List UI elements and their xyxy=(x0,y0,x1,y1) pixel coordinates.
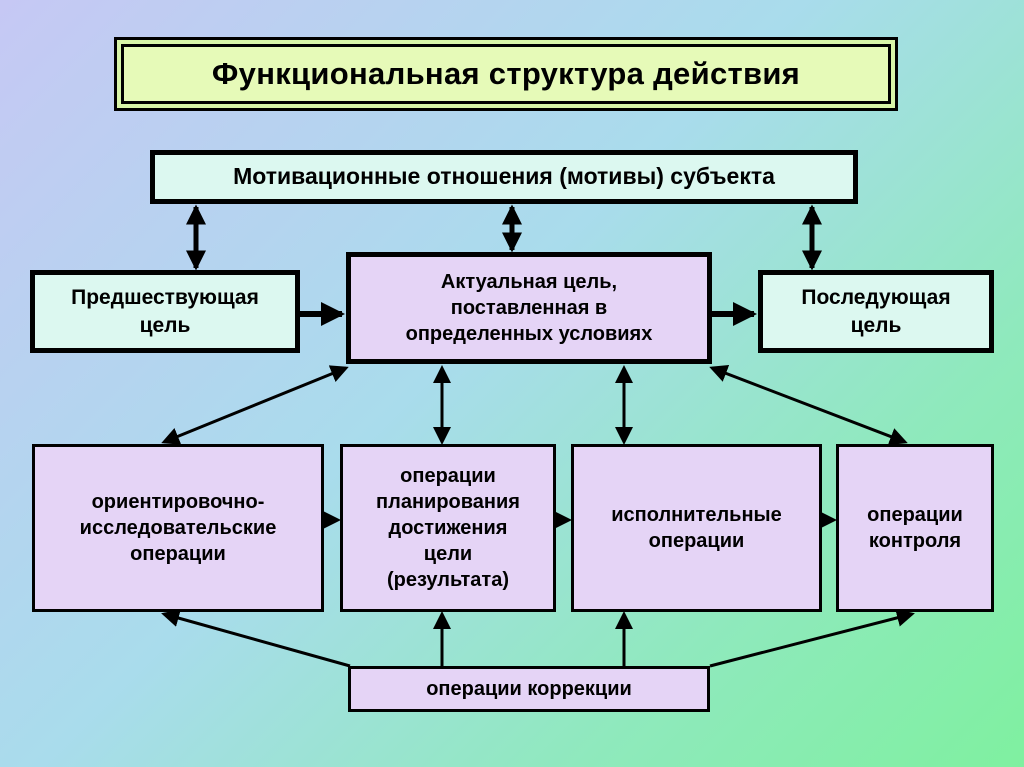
operation-line: операции xyxy=(400,465,496,487)
arrow-actual-op1 xyxy=(161,365,349,445)
executive-operations-box: исполнительные операции xyxy=(571,444,822,612)
arrow-corr-op1 xyxy=(161,609,351,668)
operation-line: исследовательские xyxy=(79,517,277,539)
operation-line: планирования xyxy=(376,491,520,513)
actual-goal-line: поставленная в xyxy=(450,297,608,319)
next-goal-line: цель xyxy=(850,313,902,337)
actual-goal-line: определенных условиях xyxy=(405,323,653,345)
arrow-corr-op4 xyxy=(709,609,915,668)
operation-line: операции xyxy=(648,530,745,552)
prev-goal-line: цель xyxy=(139,313,191,337)
prev-goal-line: Предшествующая xyxy=(71,286,259,310)
planning-operations-box: операции планирования достижения цели (р… xyxy=(340,444,556,612)
actual-goal-line: Актуальная цель, xyxy=(440,271,618,293)
arrow-actual-op4 xyxy=(709,364,908,446)
operation-line: операции xyxy=(130,543,226,565)
motives-box: Мотивационные отношения (мотивы) субъект… xyxy=(150,150,858,204)
operation-line: (результата) xyxy=(386,569,510,591)
correction-operations-box: операции коррекции xyxy=(348,666,710,712)
actual-goal-box: Актуальная цель, поставленная в определе… xyxy=(346,252,712,364)
page-title: Функциональная структура действия xyxy=(121,44,891,104)
operation-line: контроля xyxy=(868,530,962,552)
next-goal-line: Последующая xyxy=(801,286,951,310)
next-goal-box: Последующая цель xyxy=(758,270,994,353)
operation-line: цели xyxy=(423,543,473,565)
operation-line: ориентировочно- xyxy=(91,491,265,513)
operation-line: достижения xyxy=(388,517,508,539)
prev-goal-box: Предшествующая цель xyxy=(30,270,300,353)
title-frame: Функциональная структура действия xyxy=(114,37,898,111)
operation-line: исполнительные xyxy=(611,504,782,526)
control-operations-box: операции контроля xyxy=(836,444,994,612)
orientation-operations-box: ориентировочно- исследовательские операц… xyxy=(32,444,324,612)
operation-line: операции xyxy=(867,504,963,526)
